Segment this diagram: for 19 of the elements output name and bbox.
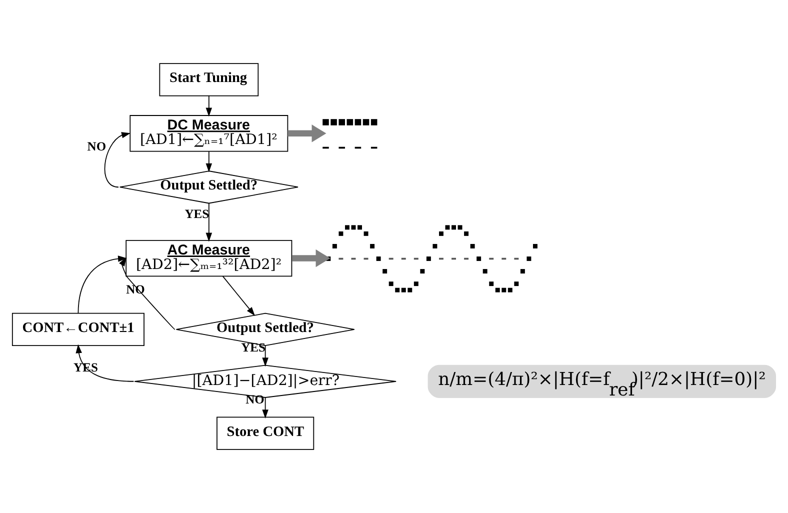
node-box: AC Measure [AD2]←∑ₘ₌₁³²[AD2]² [126, 240, 292, 277]
edge-label: YES [184, 206, 210, 221]
node-box: Start Tuning [159, 63, 259, 96]
arrow [78, 256, 128, 314]
edge-label: NO [87, 140, 106, 154]
arrow [206, 95, 212, 117]
arrow [206, 151, 212, 172]
node-box: CONT←CONT±1 [12, 312, 144, 346]
arrow [206, 202, 212, 242]
node-box: Store CONT [216, 416, 314, 450]
arrow [104, 132, 131, 188]
arrow [119, 257, 176, 330]
node-box: DC Measure [AD1]←∑ₙ₌₁⁷[AD1]² [130, 115, 288, 152]
node-diamond: Output Settled? [119, 170, 298, 204]
arrow [262, 345, 268, 367]
arrow [222, 276, 256, 316]
arrow [288, 124, 326, 142]
arrow [262, 397, 268, 419]
arrow [76, 344, 134, 382]
